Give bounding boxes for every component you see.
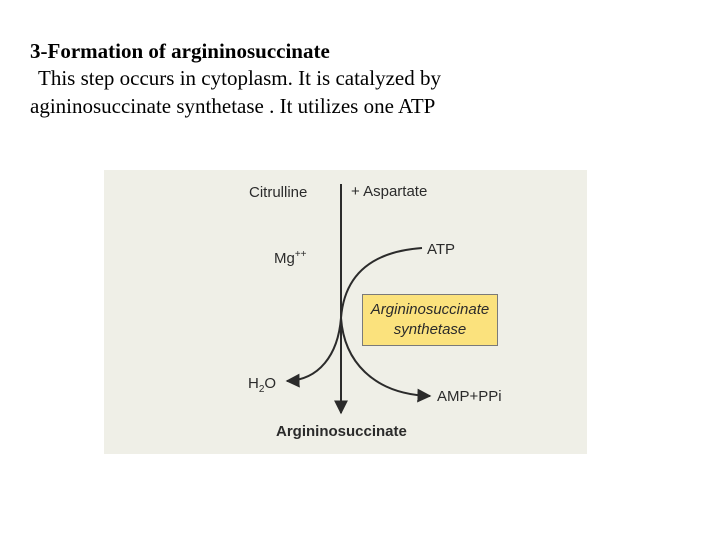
amp-output-arrow xyxy=(340,317,432,403)
slide-body-line-1: This step occurs in cytoplasm. It is cat… xyxy=(38,66,441,90)
enzyme-box: Argininosuccinate synthetase xyxy=(362,294,498,346)
enzyme-line-1: Argininosuccinate xyxy=(370,301,490,318)
citrulline-label: Citrulline xyxy=(249,184,308,201)
atp-input-curve xyxy=(340,247,423,319)
product-label: Argininosuccinate xyxy=(276,423,407,440)
slide-text: 3-Formation of argininosuccinate This st… xyxy=(30,38,710,120)
slide-heading: 3-Formation of argininosuccinate xyxy=(30,39,330,63)
amp-ppi-label: AMP+PPi xyxy=(437,388,502,405)
h2o-label: H2O xyxy=(248,375,277,395)
mg-label: Mg++ xyxy=(274,249,307,267)
h2o-output-arrow xyxy=(285,317,342,388)
atp-label: ATP xyxy=(427,241,456,258)
reaction-diagram: Citrulline + Aspartate Mg++ ATP Arginino… xyxy=(104,170,587,454)
slide-body-line-2: agininosuccinate synthetase . It utilize… xyxy=(30,94,436,118)
reaction-arrows xyxy=(285,184,432,415)
aspartate-label: + Aspartate xyxy=(351,183,428,200)
enzyme-line-2: synthetase xyxy=(393,321,467,338)
